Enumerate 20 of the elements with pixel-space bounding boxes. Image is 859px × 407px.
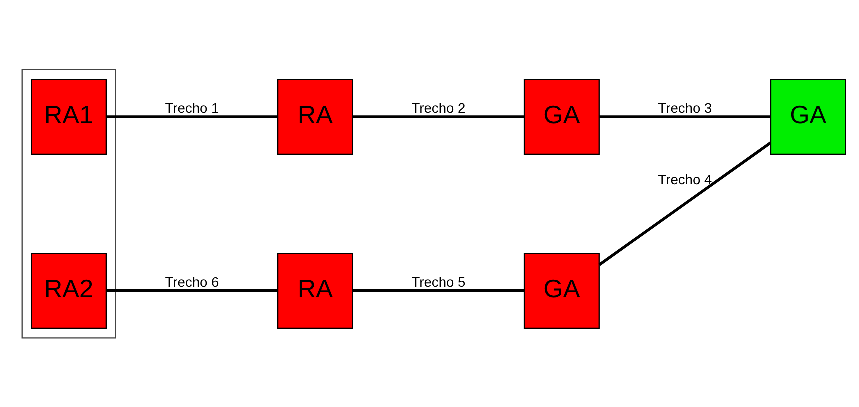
edge-label: Trecho 6: [165, 274, 220, 290]
connector: [353, 289, 524, 292]
connector: [106, 289, 278, 292]
node-box: GA: [524, 78, 600, 155]
node-box: RA: [277, 252, 354, 328]
connector: [353, 115, 524, 118]
node-box: RA1: [31, 78, 107, 155]
connector: [106, 115, 278, 118]
edge-label: Trecho 5: [412, 274, 466, 290]
node-box: RA: [277, 78, 354, 155]
edge-label: Trecho 2: [412, 100, 466, 116]
edge-label: Trecho 1: [165, 100, 220, 116]
node-box: RA2: [31, 252, 107, 328]
connector: [600, 115, 771, 118]
node-box: GA: [770, 78, 846, 155]
edge-label: Trecho 3: [658, 100, 712, 116]
edge-label: Trecho 4: [658, 171, 712, 188]
node-box: GA: [524, 252, 600, 328]
cluster: [22, 68, 116, 338]
connector: [598, 141, 772, 266]
